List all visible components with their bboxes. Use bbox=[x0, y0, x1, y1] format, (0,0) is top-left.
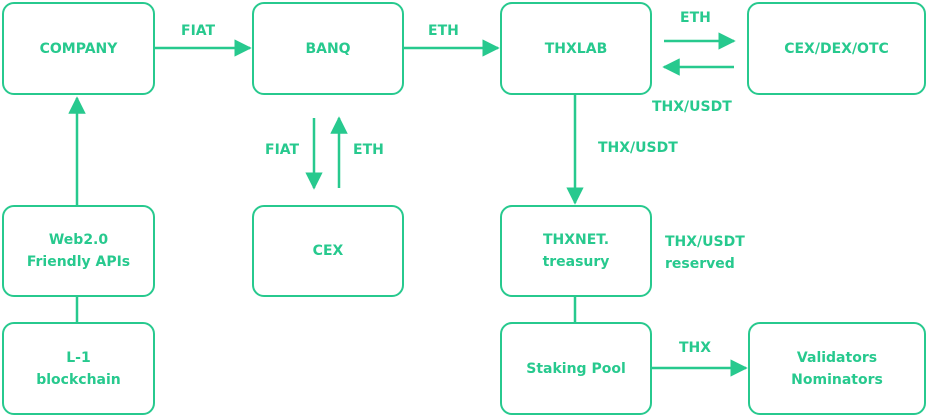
node-cex: CEX bbox=[252, 205, 404, 297]
node-web2-apis: Web2.0 Friendly APIs bbox=[2, 205, 155, 297]
treasury-reserved-line1: THX/USDT bbox=[665, 234, 745, 250]
node-cex-dex-otc-label: CEX/DEX/OTC bbox=[784, 40, 889, 57]
node-cex-dex-otc: CEX/DEX/OTC bbox=[747, 2, 926, 95]
node-l1-blockchain-line1: L-1 bbox=[66, 349, 91, 366]
node-thxnet-treasury-line1: THXNET. bbox=[542, 232, 610, 248]
node-thxlab: THXLAB bbox=[500, 2, 652, 95]
edge-label-thxlab-to-treasury: THX/USDT bbox=[598, 140, 678, 156]
edge-label-thxlab-to-cex-dex-otc: ETH bbox=[680, 10, 711, 26]
edge-label-cex-dex-otc-to-thxlab: THX/USDT bbox=[652, 99, 732, 115]
node-banq: BANQ bbox=[252, 2, 404, 95]
edge-label-banq-to-thxlab: ETH bbox=[428, 23, 459, 39]
node-thxnet-treasury-line2: treasury bbox=[542, 254, 610, 270]
node-l1-blockchain: L-1 blockchain bbox=[2, 322, 155, 415]
node-company: COMPANY bbox=[2, 2, 155, 95]
node-banq-label: BANQ bbox=[305, 40, 351, 57]
node-thxnet-treasury: THXNET. treasury bbox=[500, 205, 652, 297]
edge-label-cex-to-banq: ETH bbox=[353, 142, 384, 158]
node-cex-label: CEX bbox=[312, 243, 344, 259]
treasury-reserved-line2: reserved bbox=[665, 256, 735, 272]
edge-label-treasury-reserved: THX/USDT reserved bbox=[665, 231, 745, 275]
node-validators-line2: Nominators bbox=[791, 371, 883, 388]
edge-label-staking-to-validators: THX bbox=[679, 340, 712, 356]
node-staking-pool: Staking Pool bbox=[500, 322, 652, 415]
node-thxlab-label: THXLAB bbox=[544, 40, 608, 57]
node-l1-blockchain-line2: blockchain bbox=[36, 371, 121, 388]
edge-label-company-to-banq: FIAT bbox=[181, 23, 216, 39]
node-validators-nominators: Validators Nominators bbox=[748, 322, 926, 415]
node-web2-apis-line2: Friendly APIs bbox=[26, 254, 131, 270]
edge-label-banq-to-cex: FIAT bbox=[265, 142, 300, 158]
node-validators-line1: Validators bbox=[796, 349, 878, 366]
node-company-label: COMPANY bbox=[39, 40, 118, 57]
node-web2-apis-line1: Web2.0 bbox=[48, 232, 109, 248]
node-staking-pool-label: Staking Pool bbox=[526, 360, 626, 377]
